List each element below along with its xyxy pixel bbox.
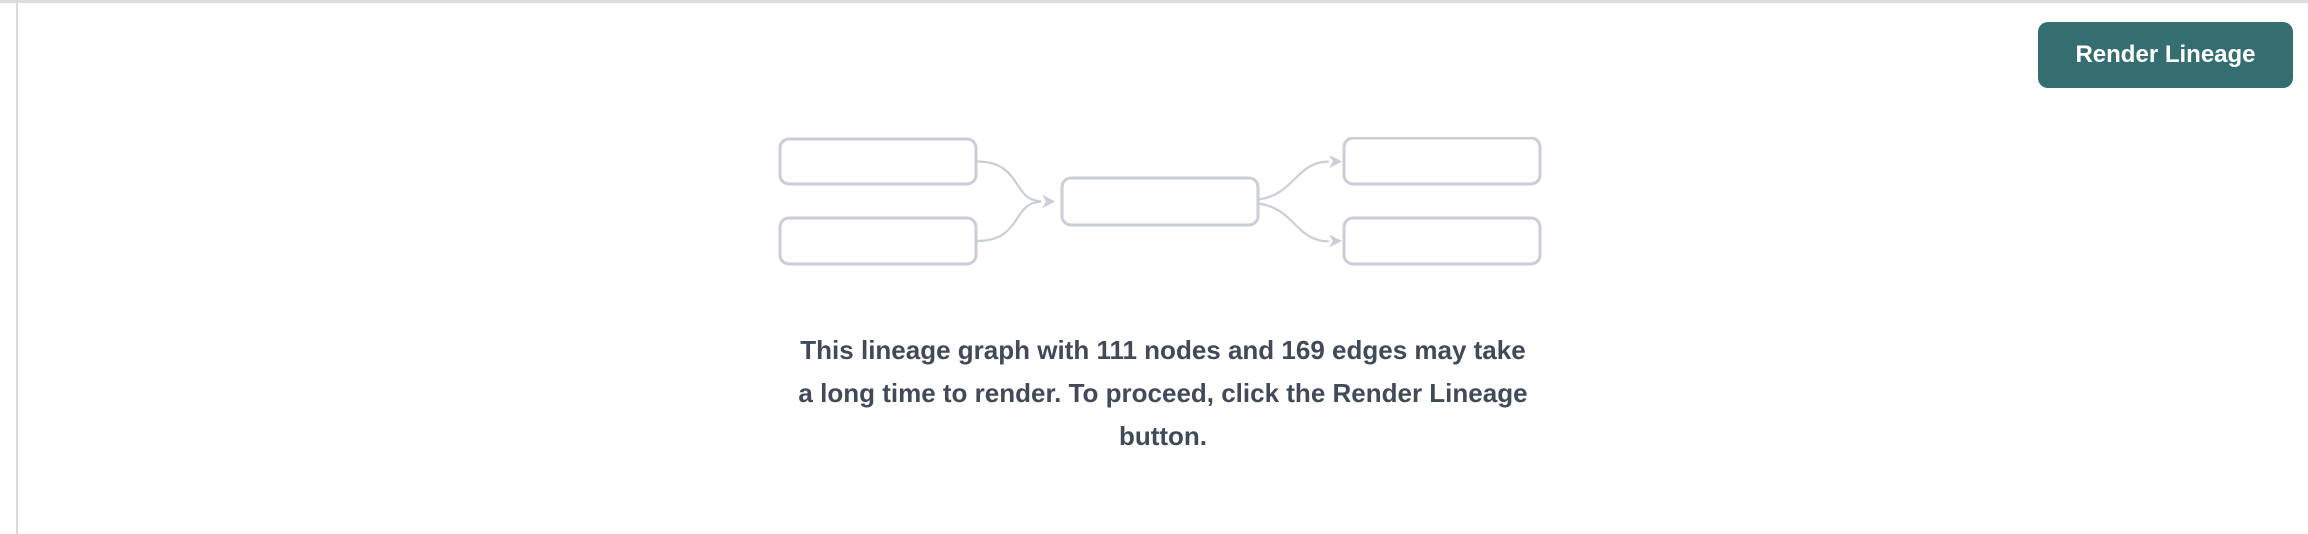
arrowhead-icon [1042, 194, 1055, 209]
graph-edge [975, 160, 1042, 203]
graph-edge [1257, 160, 1330, 201]
lineage-graph-illustration-icon [778, 137, 1542, 266]
graph-node [778, 137, 978, 186]
empty-state-message-line: a long time to render. To proceed, click… [798, 378, 1528, 408]
graph-node [1060, 176, 1260, 227]
panel-top-border [0, 0, 2308, 3]
lineage-empty-state: This lineage graph with 111 nodes and 16… [18, 0, 2308, 534]
graph-node [778, 216, 978, 266]
pane-resize-handle[interactable] [16, 0, 18, 534]
arrowhead-icon [1329, 155, 1342, 168]
graph-edge [975, 200, 1042, 243]
graph-node [1342, 216, 1542, 266]
empty-state-message-line: This lineage graph with 111 nodes and 16… [800, 335, 1526, 365]
graph-node [1342, 137, 1542, 186]
empty-state-message-line: button. [1118, 421, 1208, 451]
render-lineage-button[interactable]: Render Lineage [2038, 22, 2293, 88]
arrowhead-icon [1329, 234, 1342, 248]
empty-state-message: This lineage graph with 111 nodes and 16… [798, 329, 1527, 458]
graph-edge [1257, 202, 1330, 243]
